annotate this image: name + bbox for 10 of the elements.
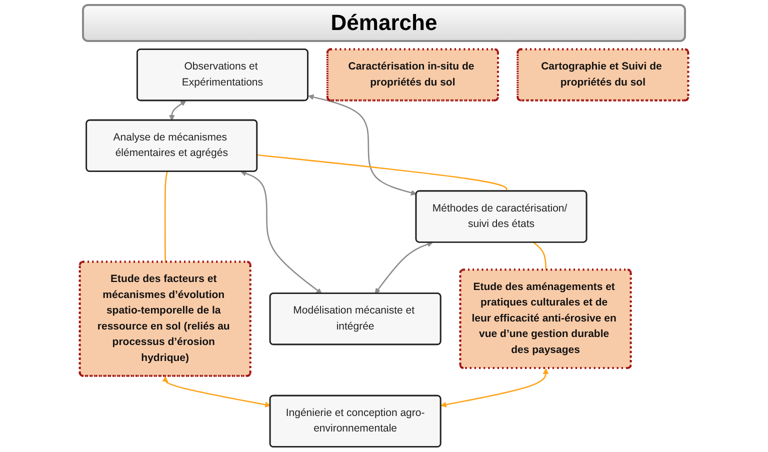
arrow [168,100,186,121]
arrow [162,376,271,408]
arrow [374,242,433,294]
connector [257,154,508,192]
arrow [440,368,549,408]
connector [533,242,546,270]
title-banner: Démarche [82,4,686,42]
arrow [240,170,322,294]
connector [164,171,168,262]
arrow [308,94,417,196]
